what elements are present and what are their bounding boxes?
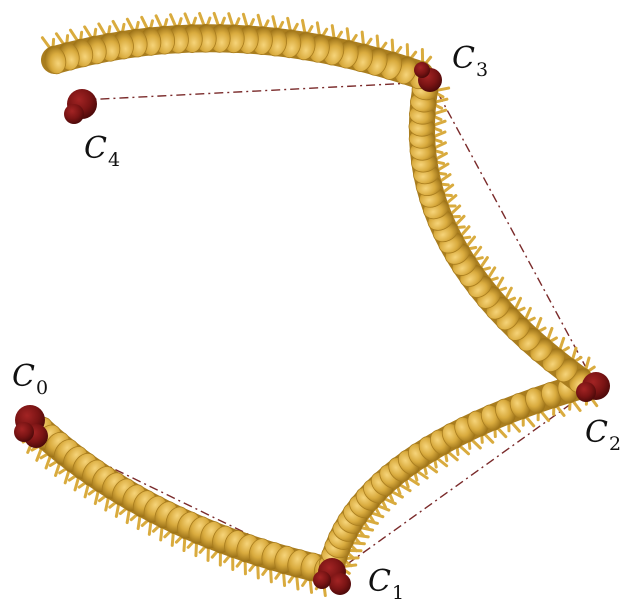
segment-c3-c4 [41,13,434,91]
label-c0: C0 [12,362,48,392]
label-c3: C3 [452,44,488,74]
label-c4: C4 [84,134,120,164]
segment-c1-c2 [317,370,598,578]
label-c2: C2 [585,418,621,448]
chord-c3-c4 [82,82,432,100]
joint-c0 [14,405,48,448]
label-c1: C1 [368,567,404,597]
segment-c0-c1 [23,413,339,596]
segment-c2-c3 [409,78,596,396]
joint-c4 [64,89,97,124]
helical-rod [23,13,598,595]
